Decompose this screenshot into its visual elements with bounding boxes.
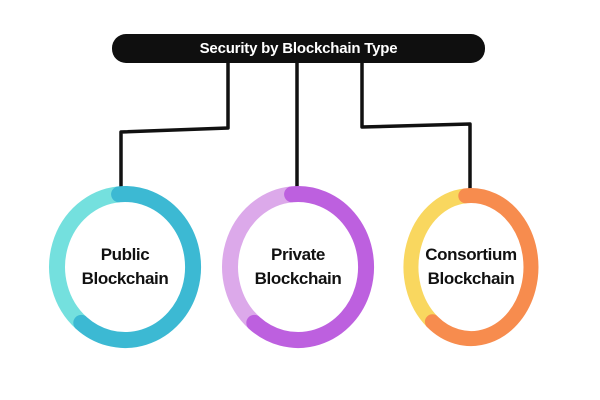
node-label-private-line2: Blockchain	[254, 269, 342, 288]
consortium-ring-dark-arc	[424, 188, 539, 347]
node-label-consortium: Consortium Blockchain	[396, 243, 546, 291]
private-ring-dark-arc	[246, 186, 375, 348]
node-label-public: Public Blockchain	[50, 243, 200, 291]
node-label-consortium-line1: Consortium	[425, 245, 517, 264]
connector-right	[360, 58, 472, 192]
title-banner: Security by Blockchain Type	[112, 34, 485, 63]
connector-left	[119, 58, 230, 189]
private-ring-light-arc	[222, 186, 294, 329]
node-label-public-line2: Blockchain	[81, 269, 169, 288]
node-label-consortium-line2: Blockchain	[427, 269, 515, 288]
node-label-private: Private Blockchain	[223, 243, 373, 291]
node-label-public-line1: Public	[100, 245, 150, 264]
diagram-title: Security by Blockchain Type	[199, 40, 398, 57]
node-label-private-line1: Private	[271, 245, 325, 264]
consortium-ring-light-arc	[403, 188, 467, 328]
public-ring-light-arc	[49, 186, 121, 329]
public-ring-dark-arc	[73, 186, 202, 348]
